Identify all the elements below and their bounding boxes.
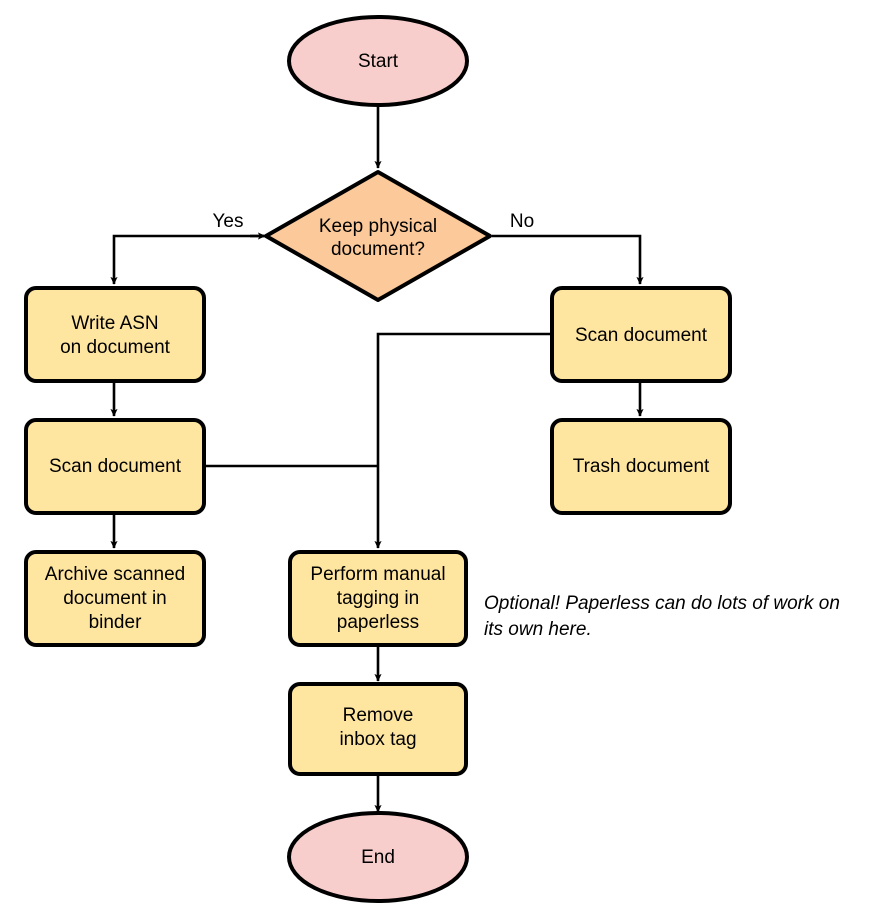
annotation-line1: Optional! Paperless can do lots of work …: [484, 593, 840, 614]
archive-label-line1: Archive scanned: [45, 564, 185, 585]
tagging-label-line2: tagging in: [337, 588, 419, 609]
annotation-line2: its own here.: [484, 619, 592, 640]
node-scan-document-left[interactable]: Scan document: [24, 418, 206, 515]
archive-box: [24, 550, 206, 647]
write-asn-label-line2: on document: [60, 337, 171, 358]
edge-no-to-scan-right: [492, 234, 644, 285]
node-decision-keep-physical-document[interactable]: Keep physical document?: [264, 170, 492, 302]
edge-label-yes: Yes: [213, 211, 244, 232]
end-ellipse: [287, 811, 469, 903]
edge-scan-right-to-tagging: [374, 332, 552, 549]
tagging-label-line1: Perform manual: [310, 564, 445, 585]
edge-label-no: No: [510, 211, 534, 232]
node-archive-scanned-document[interactable]: Archive scanned document in binder: [24, 550, 206, 647]
edge-yes-to-write-asn: [110, 234, 264, 285]
annotation-optional-paperless: Optional! Paperless can do lots of work …: [484, 593, 840, 640]
node-write-asn-on-document[interactable]: Write ASN on document: [24, 286, 206, 383]
archive-label-line3: binder: [89, 612, 142, 633]
node-end[interactable]: End: [287, 811, 469, 903]
node-start[interactable]: Start: [287, 15, 469, 107]
write-asn-box: [24, 286, 206, 383]
trash-box: [550, 418, 732, 515]
node-perform-manual-tagging[interactable]: Perform manual tagging in paperless: [288, 550, 468, 647]
write-asn-label-line1: Write ASN: [71, 313, 158, 334]
trash-label: Trash document: [573, 456, 710, 477]
node-scan-document-right[interactable]: Scan document: [550, 286, 732, 383]
scan-right-label: Scan document: [575, 325, 708, 346]
remove-inbox-box: [288, 682, 468, 776]
decision-label-line2: document?: [331, 239, 425, 260]
remove-inbox-label-line1: Remove: [343, 705, 414, 726]
start-ellipse: [287, 15, 469, 107]
archive-label-line2: document in: [63, 588, 167, 609]
decision-diamond: [264, 170, 492, 302]
scan-left-box: [24, 418, 206, 515]
remove-inbox-label-line2: inbox tag: [339, 729, 416, 750]
node-remove-inbox-tag[interactable]: Remove inbox tag: [288, 682, 468, 776]
node-trash-document[interactable]: Trash document: [550, 418, 732, 515]
scan-right-box: [550, 286, 732, 383]
tagging-box: [288, 550, 468, 647]
tagging-label-line3: paperless: [337, 612, 419, 633]
decision-label-line1: Keep physical: [319, 216, 437, 237]
start-label: Start: [358, 51, 399, 72]
end-label: End: [361, 847, 395, 868]
scan-left-label: Scan document: [49, 456, 182, 477]
